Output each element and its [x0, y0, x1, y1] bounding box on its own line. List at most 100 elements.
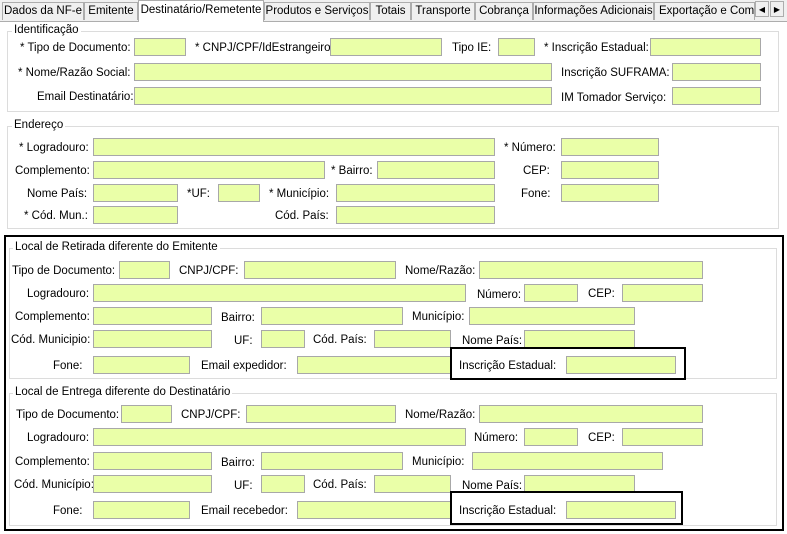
retirada-nome-pais-field[interactable] — [524, 330, 635, 348]
inscricao-estadual-field[interactable] — [650, 38, 761, 56]
entrega-cod-municipio-label: Cód. Município: — [14, 479, 94, 491]
retirada-municipio-field[interactable] — [469, 307, 635, 325]
tab-dados-nfe[interactable]: Dados da NF-e — [2, 2, 84, 20]
entrega-inscricao-estadual-field[interactable] — [566, 501, 676, 519]
complemento-label: Complemento: — [15, 165, 90, 177]
entrega-email-label: Email recebedor: — [201, 505, 288, 517]
entrega-nome-razao-field[interactable] — [479, 405, 703, 423]
entrega-bairro-label: Bairro: — [221, 457, 255, 469]
email-destinatario-label: Email Destinatário: — [37, 91, 134, 103]
inscricao-suframa-field[interactable] — [672, 63, 761, 81]
retirada-logradouro-label: Logradouro: — [27, 288, 90, 300]
municipio-field[interactable] — [336, 184, 495, 202]
entrega-uf-label: UF: — [234, 480, 253, 492]
cod-mun-field[interactable] — [93, 206, 178, 224]
logradouro-label: * Logradouro: — [19, 142, 89, 154]
entrega-uf-field[interactable] — [261, 475, 305, 493]
inscricao-estadual-label: * Inscrição Estadual: — [544, 42, 649, 54]
entrega-cod-pais-label: Cód. País: — [313, 479, 367, 491]
im-tomador-label: IM Tomador Serviço: — [561, 92, 667, 104]
entrega-tipo-documento-label: Tipo de Documento: — [16, 409, 120, 421]
uf-field[interactable] — [218, 184, 260, 202]
tipo-ie-field[interactable] — [498, 38, 535, 56]
retirada-cnpj-cpf-field[interactable] — [244, 261, 396, 279]
retirada-tipo-documento-field[interactable] — [119, 261, 170, 279]
tipo-documento-field[interactable] — [134, 38, 186, 56]
entrega-fone-field[interactable] — [93, 501, 190, 519]
retirada-tipo-documento-label: Tipo de Documento: — [12, 265, 116, 277]
entrega-municipio-field[interactable] — [472, 452, 663, 470]
tab-emitente[interactable]: Emitente — [84, 2, 138, 20]
nome-pais-field[interactable] — [93, 184, 178, 202]
endereco-group — [7, 126, 779, 229]
tab-totais[interactable]: Totais — [370, 2, 411, 20]
retirada-cod-municipio-field[interactable] — [93, 330, 212, 348]
retirada-nome-razao-field[interactable] — [479, 261, 703, 279]
cnpj-cpf-label: * CNPJ/CPF/IdEstrangeiro: — [195, 42, 334, 54]
entrega-complemento-field[interactable] — [93, 452, 212, 470]
entrega-nome-pais-label: Nome País: — [462, 480, 523, 492]
nome-razao-field[interactable] — [134, 63, 552, 81]
retirada-municipio-label: Município: — [412, 311, 465, 323]
retirada-numero-field[interactable] — [524, 284, 578, 302]
entrega-fone-label: Fone: — [53, 505, 83, 517]
retirada-inscricao-estadual-field[interactable] — [566, 356, 676, 374]
entrega-cnpj-cpf-field[interactable] — [246, 405, 396, 423]
entrega-group — [9, 393, 777, 526]
entrega-cep-label: CEP: — [588, 432, 615, 444]
nome-pais-label: Nome País: — [27, 188, 88, 200]
retirada-logradouro-field[interactable] — [93, 284, 466, 302]
retirada-cod-pais-field[interactable] — [374, 330, 451, 348]
entrega-cnpj-cpf-label: CNPJ/CPF: — [181, 409, 241, 421]
numero-field[interactable] — [561, 138, 659, 156]
fone-field[interactable] — [561, 184, 659, 202]
tab-produtos-servicos[interactable]: Produtos e Serviços — [264, 2, 370, 20]
tab-exportacao-compra[interactable]: Exportação e Compra — [654, 2, 755, 20]
retirada-cod-municipio-label: Cód. Municipio: — [11, 334, 91, 346]
entrega-nome-razao-label: Nome/Razão: — [405, 409, 476, 421]
retirada-cep-field[interactable] — [622, 284, 703, 302]
cnpj-cpf-field[interactable] — [330, 38, 442, 56]
tab-cobranca[interactable]: Cobrança — [475, 2, 533, 20]
tab-bar: Dados da NF-e Emitente Destinatário/Reme… — [0, 0, 787, 22]
logradouro-field[interactable] — [93, 138, 495, 156]
retirada-fone-label: Fone: — [53, 360, 83, 372]
tab-scroll-left-button[interactable]: ◀ — [755, 1, 769, 17]
entrega-logradouro-field[interactable] — [93, 428, 466, 446]
cep-field[interactable] — [561, 161, 659, 179]
tab-destinatario-remetente[interactable]: Destinatário/Remetente — [138, 0, 264, 22]
retirada-nome-razao-label: Nome/Razão: — [405, 265, 476, 277]
cod-mun-label: * Cód. Mun.: — [24, 210, 88, 222]
entrega-numero-field[interactable] — [524, 428, 578, 446]
bairro-field[interactable] — [377, 161, 495, 179]
entrega-cep-field[interactable] — [622, 428, 703, 446]
tipo-documento-label: * Tipo de Documento: — [20, 42, 131, 54]
uf-label: *UF: — [187, 188, 210, 200]
email-destinatario-field[interactable] — [134, 87, 552, 105]
retirada-bairro-label: Bairro: — [221, 312, 255, 324]
cod-pais-field[interactable] — [336, 206, 495, 224]
cod-pais-label: Cód. País: — [275, 210, 329, 222]
tab-transporte[interactable]: Transporte — [411, 2, 475, 20]
entrega-cod-municipio-field[interactable] — [93, 475, 212, 493]
im-tomador-field[interactable] — [672, 87, 761, 105]
retirada-cod-pais-label: Cód. País: — [313, 334, 367, 346]
entrega-cod-pais-field[interactable] — [374, 475, 451, 493]
complemento-field[interactable] — [93, 161, 325, 179]
retirada-group — [9, 248, 777, 379]
retirada-fone-field[interactable] — [93, 356, 190, 374]
numero-label: * Número: — [504, 142, 556, 154]
entrega-bairro-field[interactable] — [261, 452, 403, 470]
retirada-complemento-field[interactable] — [93, 307, 212, 325]
retirada-uf-field[interactable] — [261, 330, 305, 348]
tipo-ie-label: Tipo IE: — [452, 42, 492, 54]
retirada-email-field[interactable] — [297, 356, 451, 374]
inscricao-suframa-label: Inscrição SUFRAMA: — [561, 67, 670, 79]
tab-informacoes-adicionais[interactable]: Informações Adicionais — [533, 2, 654, 20]
retirada-nome-pais-label: Nome País: — [462, 335, 523, 347]
tab-scroll-right-button[interactable]: ▶ — [770, 1, 784, 17]
retirada-bairro-field[interactable] — [261, 307, 403, 325]
entrega-tipo-documento-field[interactable] — [121, 405, 172, 423]
entrega-nome-pais-field[interactable] — [524, 475, 635, 493]
entrega-email-field[interactable] — [297, 501, 451, 519]
